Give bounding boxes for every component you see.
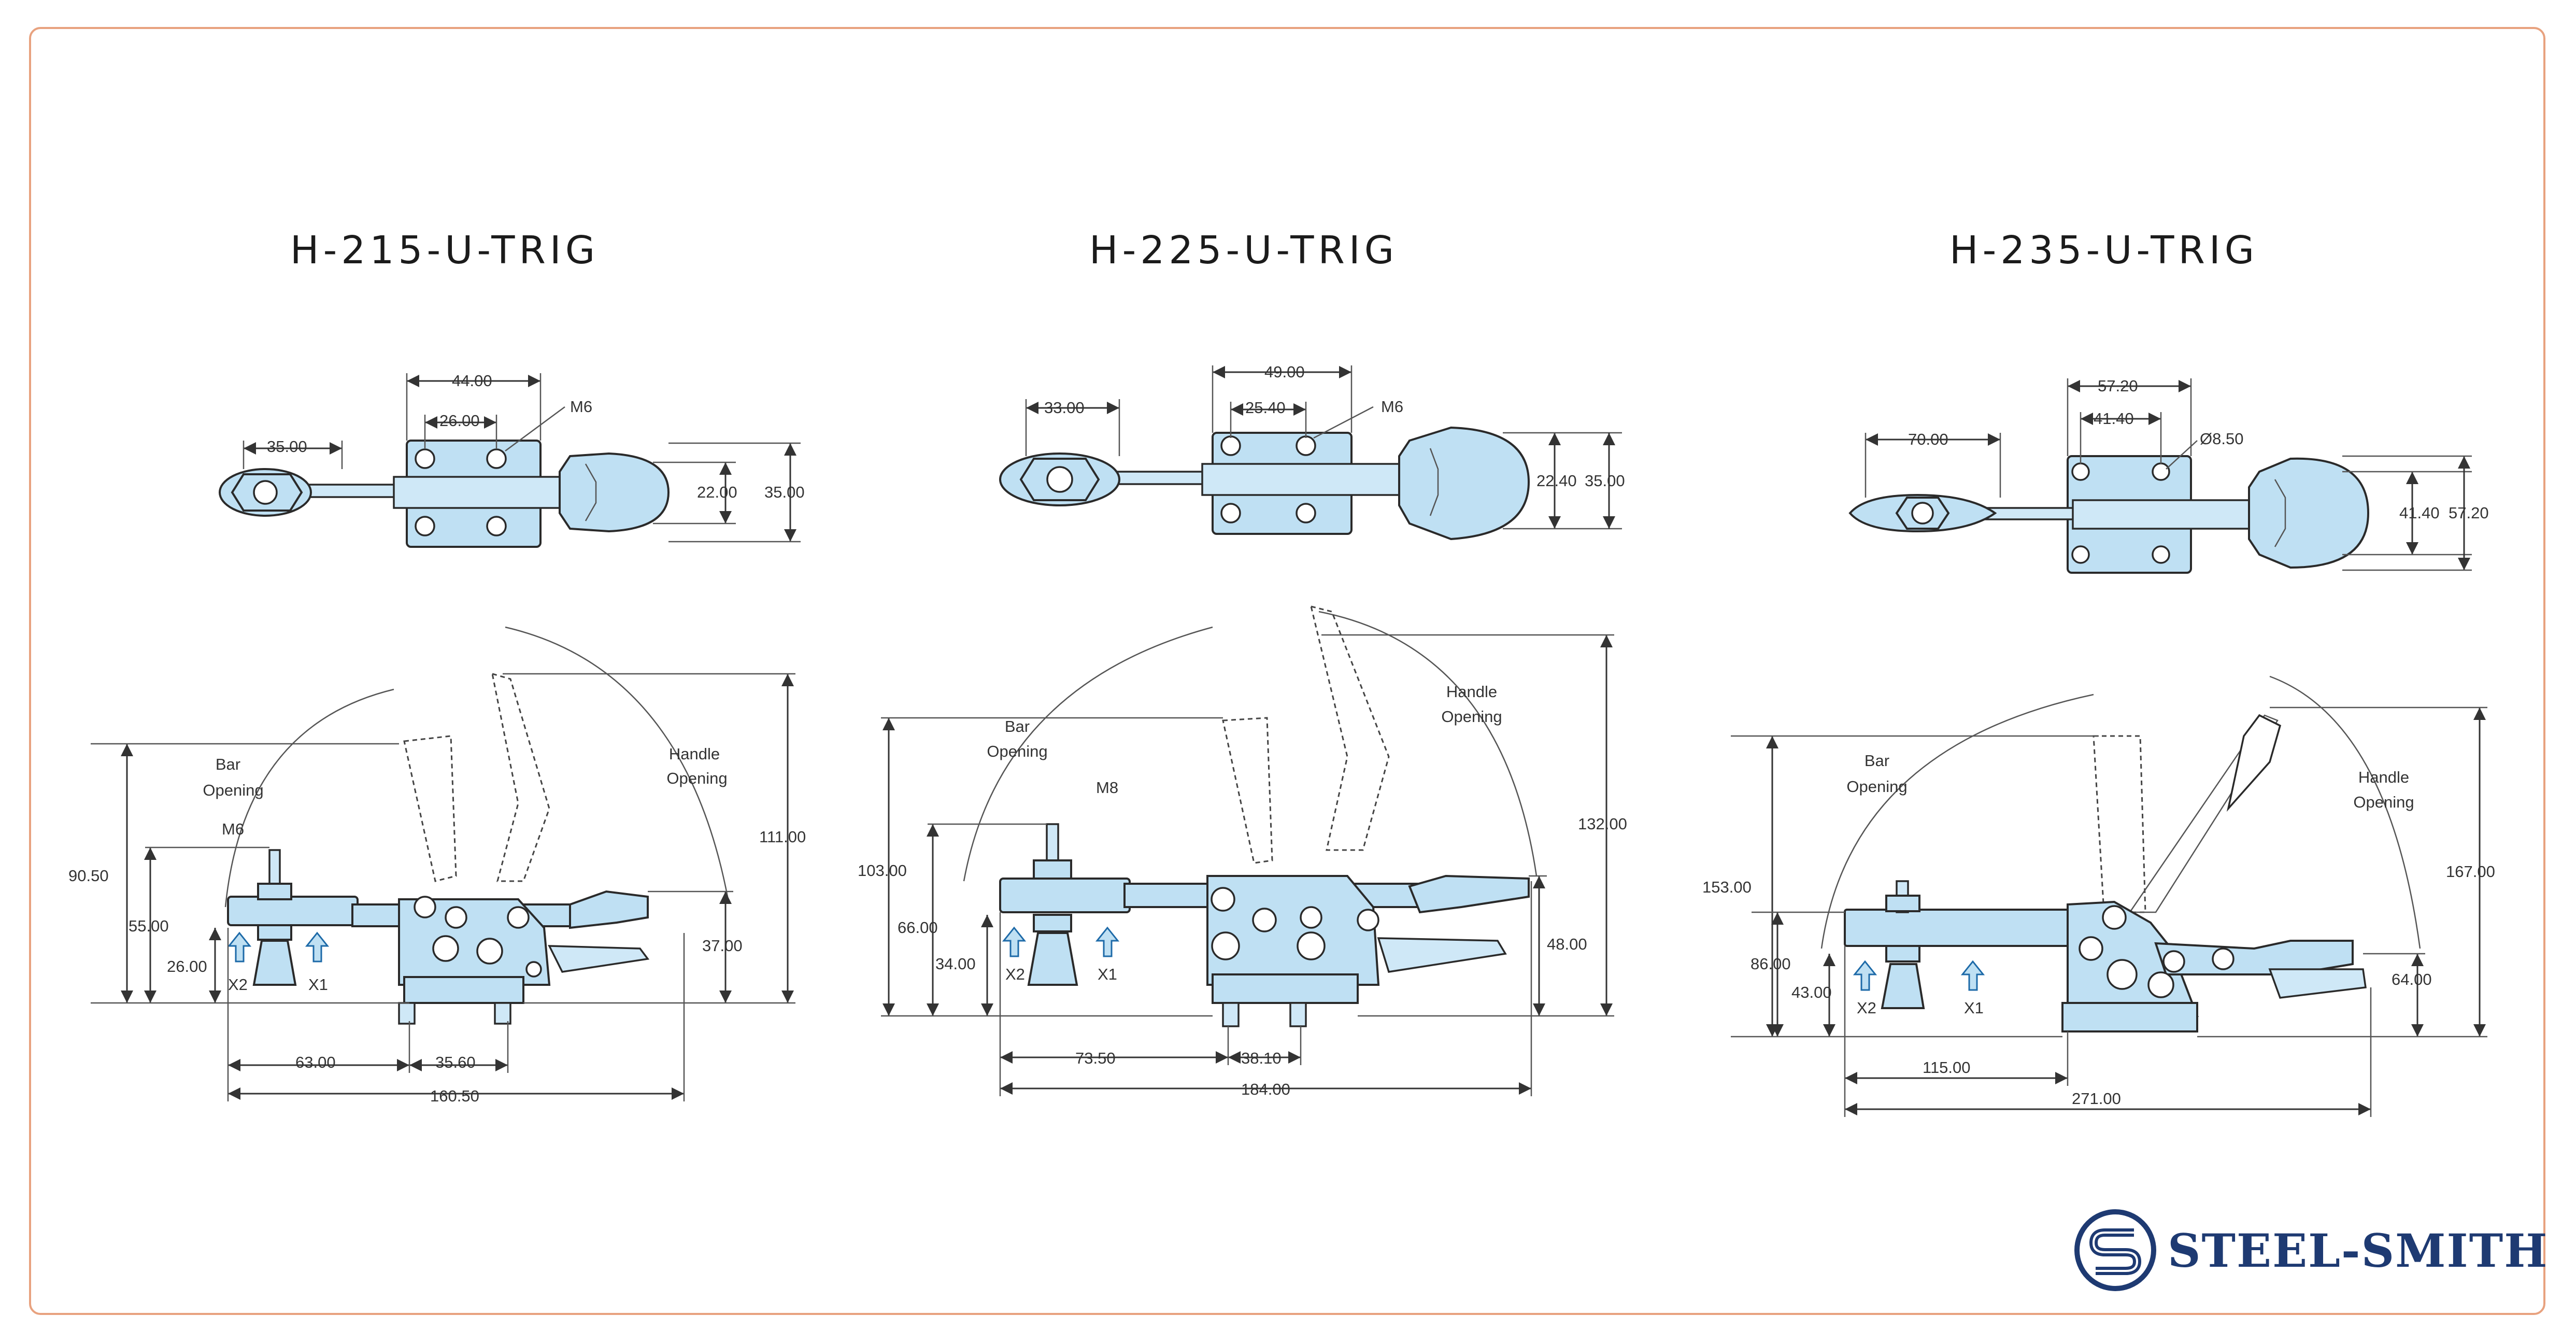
h215-dim-handle-h: 111.00	[759, 828, 806, 846]
h225-label-handle: Handle	[1446, 683, 1497, 701]
h235-dim-height-inner: 41.40	[2399, 504, 2440, 522]
h225-dim-height-inner: 22.40	[1536, 472, 1577, 490]
h215-dim-thread: M6	[222, 820, 244, 838]
h225-dim-h1: 103.00	[858, 861, 907, 880]
h235-dim-h2: 86.00	[1750, 955, 1791, 973]
h225-top-view: 49.00 25.40 M6 33.00 22.40 35.00	[999, 363, 1625, 541]
h225-dim-thread: M8	[1096, 779, 1118, 797]
h225-dim-bar: 33.00	[1044, 399, 1085, 417]
h215-dim-base-len: 63.00	[295, 1053, 336, 1071]
h235-dim-height-outer: 57.20	[2449, 504, 2489, 522]
h215-dim-height-inner: 22.00	[697, 483, 737, 501]
model-title-h225: H-225-U-TRIG	[1089, 228, 1399, 273]
h235-label-x2: X2	[1857, 999, 1876, 1017]
page-frame	[29, 27, 2545, 1315]
h215-dim-bolt: 35.60	[435, 1053, 476, 1071]
h215-dim-overall: 44.00	[452, 372, 492, 390]
model-title-h215: H-215-U-TRIG	[290, 228, 600, 273]
h235-dim-base-len: 115.00	[1923, 1058, 1971, 1077]
h215-dim-height-outer: 35.00	[764, 483, 805, 501]
h235-side-view: X2 X1 153.00 86.00 43.00 167.00 64.00 11…	[1702, 675, 2495, 1117]
h215-dim-base-h: 37.00	[702, 937, 743, 955]
h225-dim-overall: 49.00	[1264, 363, 1305, 381]
brand-logo: STEEL-SMITH	[2073, 1208, 2548, 1293]
h235-label-handle-opening: Opening	[2353, 793, 2414, 811]
h235-dim-base-h: 64.00	[2392, 970, 2432, 988]
h215-label-x2: X2	[228, 975, 248, 994]
h225-side-view: X2 X1 103.00 66.00 34.00 M8 132.00 48.00…	[858, 605, 1627, 1098]
h215-dim-bar: 35.00	[267, 437, 307, 456]
h225-dim-h2: 66.00	[898, 918, 938, 937]
steel-smith-logo-icon	[2074, 1209, 2156, 1291]
h215-dim-h3: 26.00	[167, 957, 207, 975]
h225-dim-bolt: 38.10	[1241, 1049, 1282, 1067]
h225-dim-height-outer: 35.00	[1585, 472, 1625, 490]
h235-label-bar-opening: Opening	[1846, 777, 1907, 796]
h225-dim-screw: M6	[1381, 398, 1403, 416]
h235-top-view: 57.20 41.40 Ø8.50 70.00 41.40 57.20	[1848, 377, 2489, 574]
brand-name: STEEL-SMITH	[2168, 1223, 2549, 1278]
h235-dim-overall: 57.20	[2098, 377, 2138, 395]
h225-label-x2: X2	[1005, 965, 1025, 983]
h235-dim-h1: 153.00	[1702, 878, 1752, 896]
h235-dim-bar: 70.00	[1908, 430, 1948, 448]
h235-dim-total: 271.00	[2072, 1090, 2121, 1108]
h235-dim-handle-h: 167.00	[2446, 862, 2495, 881]
h225-label-bar: Bar	[1005, 717, 1030, 735]
h225-dim-base-len: 73.50	[1075, 1049, 1116, 1067]
h225-dim-h3: 34.00	[935, 955, 976, 973]
h225-dim-bolt-spacing: 25.40	[1245, 399, 1286, 417]
h235-label-bar: Bar	[1865, 752, 1889, 770]
h215-label-handle-opening: Opening	[666, 769, 727, 787]
h215-dim-screw: M6	[570, 398, 592, 416]
h225-label-x1: X1	[1098, 965, 1117, 983]
h215-dim-h2: 55.00	[129, 917, 169, 935]
h215-dim-h1: 90.50	[68, 867, 109, 885]
h215-top-view: 44.00 26.00 M6 35.00 22.00 35.00	[219, 372, 805, 548]
h235-dim-bolt-spacing: 41.40	[2094, 409, 2134, 428]
h225-dim-handle-h: 132.00	[1578, 815, 1627, 833]
h225-dim-base-h: 48.00	[1547, 935, 1587, 953]
h235-dim-h3: 43.00	[1791, 983, 1832, 1001]
h235-dim-screw: Ø8.50	[2200, 430, 2243, 448]
h215-label-bar-opening: Opening	[203, 781, 263, 799]
h235-label-x1: X1	[1964, 999, 1984, 1017]
h225-dim-total: 184.00	[1241, 1080, 1290, 1098]
h215-label-x1: X1	[308, 975, 328, 994]
h225-label-handle-opening: Opening	[1441, 708, 1502, 726]
h225-label-bar-opening: Opening	[987, 742, 1047, 760]
model-title-h235: H-235-U-TRIG	[1949, 228, 2259, 273]
h215-side-view: X2 X1 90.50 55.00 26.00 M6 111.00 37.00 …	[68, 626, 806, 1105]
h215-label-handle: Handle	[669, 745, 720, 763]
h215-label-bar: Bar	[216, 755, 240, 773]
h215-dim-total: 160.50	[430, 1087, 479, 1105]
h235-label-handle: Handle	[2358, 768, 2409, 786]
h215-dim-bolt-spacing: 26.00	[439, 412, 480, 430]
